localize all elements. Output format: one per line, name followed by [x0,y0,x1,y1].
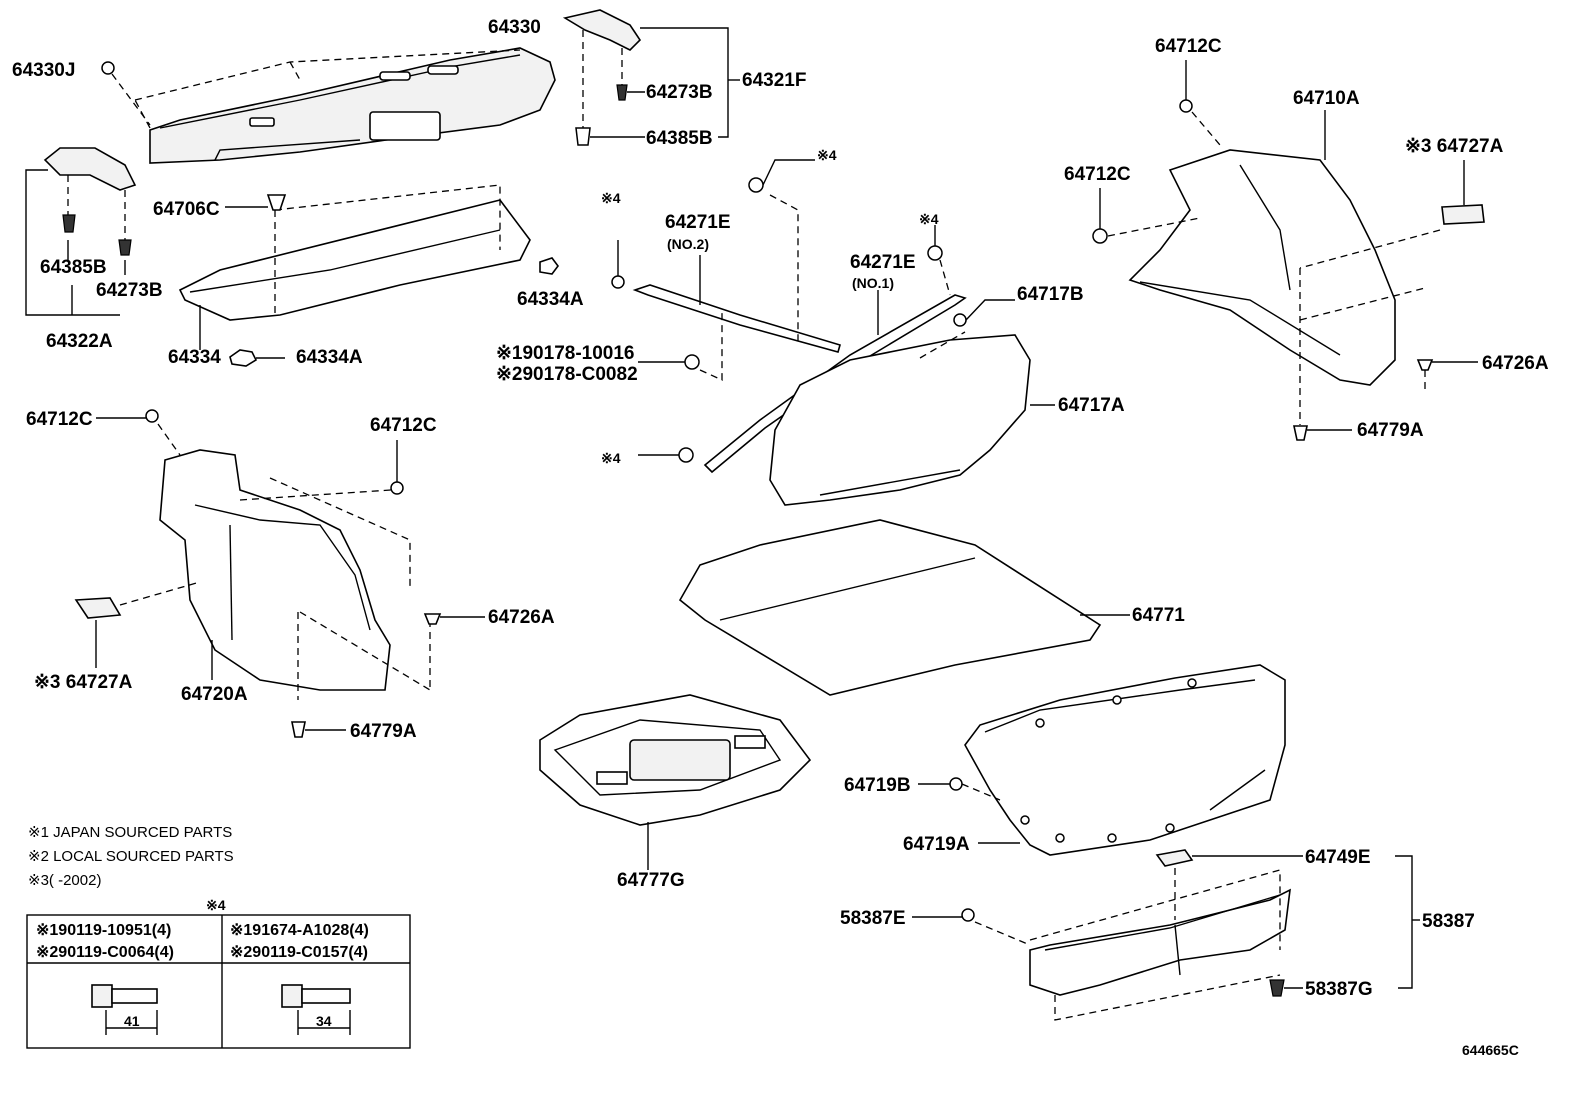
label-64720a: 64720A [181,684,248,705]
label-64717a: 64717A [1058,395,1125,416]
pad-64334 [178,184,559,367]
label-64334: 64334 [168,347,221,368]
bolt-len-1: 41 [124,1013,140,1029]
label-64719b: 64719B [844,775,911,796]
label-64322a: 64322A [46,331,113,352]
label-64712c-l2: 64712C [370,415,437,436]
note-japan-sourced: ※1 JAPAN SOURCED PARTS [28,824,232,841]
mark4-a: ※4 [601,190,621,206]
label-64726a-r: 64726A [1482,353,1549,374]
label-64712c-top: 64712C [1155,36,1222,57]
label-64779a-l: 64779A [350,721,417,742]
label-64273b-a: 64273B [646,82,713,103]
bolt-table-frame [26,914,411,1049]
label-58387g: 58387G [1305,979,1373,1000]
label-64385b-a: 64385B [646,128,713,149]
label-64330: 64330 [488,17,541,38]
bolt-table-mark: ※4 [206,897,226,913]
label-64271e-no2: 64271E [665,212,731,233]
bolt-table-c1r1: ※190119-10951(4) [36,922,171,939]
label-64271e-no1: 64271E [850,252,916,273]
bolt-table-c1r2: ※290119-C0064(4) [36,944,174,961]
trunk-mat-64771 [678,519,1130,696]
bolt-table-c2r2: ※290119-C0157(4) [230,944,368,961]
label-no1: (NO.1) [852,275,894,291]
label-64334a-a: 64334A [517,289,584,310]
trunk-lid-trim-64719a [918,664,1286,856]
bolt-table-c2r1: ※191674-A1028(4) [230,922,369,939]
label-58387: 58387 [1422,911,1475,932]
label-58387e: 58387E [840,908,906,929]
bracket-64322a [25,147,137,316]
label-64330j: 64330J [12,60,75,81]
label-64727a-l: ※3 64727A [34,672,133,693]
label-64779a-r: 64779A [1357,420,1424,441]
label-nut2: ※290178-C0082 [496,364,638,385]
label-64771: 64771 [1132,605,1185,626]
mark4-b: ※4 [817,147,837,163]
side-bracket-64321f [562,9,740,146]
clip-64330j [101,61,151,126]
mark4-c: ※4 [919,211,939,227]
diagram-code: 644665C [1462,1042,1519,1058]
spare-tray-64777g [539,694,812,870]
label-64749e: 64749E [1305,847,1371,868]
package-tray-trim [149,47,556,164]
mark4-d: ※4 [601,450,621,466]
label-64321f: 64321F [742,70,806,91]
bolt-len-2: 34 [316,1013,332,1029]
support-rod-no2 [611,159,841,382]
scuff-plate-58387 [912,849,1420,1021]
cover-64717a [769,299,1055,506]
note-3: ※3( -2002) [28,872,101,889]
label-64712c-r: 64712C [1064,164,1131,185]
label-64712c-l1: 64712C [26,409,93,430]
label-64777g: 64777G [617,870,685,891]
label-64273b-b: 64273B [96,280,163,301]
right-side-trim-64710a [1092,60,1485,441]
label-64706c: 64706C [153,199,220,220]
label-64726a-l: 64726A [488,607,555,628]
label-64334a-b: 64334A [296,347,363,368]
label-64717b: 64717B [1017,284,1084,305]
label-64710a: 64710A [1293,88,1360,109]
label-64727a-r: ※3 64727A [1405,136,1504,157]
label-64719a: 64719A [903,834,970,855]
left-side-trim-64720a [74,409,485,738]
note-local-sourced: ※2 LOCAL SOURCED PARTS [28,848,234,865]
label-nut1: ※190178-10016 [496,343,634,364]
label-64385b-b: 64385B [40,257,107,278]
label-no2: (NO.2) [667,236,709,252]
